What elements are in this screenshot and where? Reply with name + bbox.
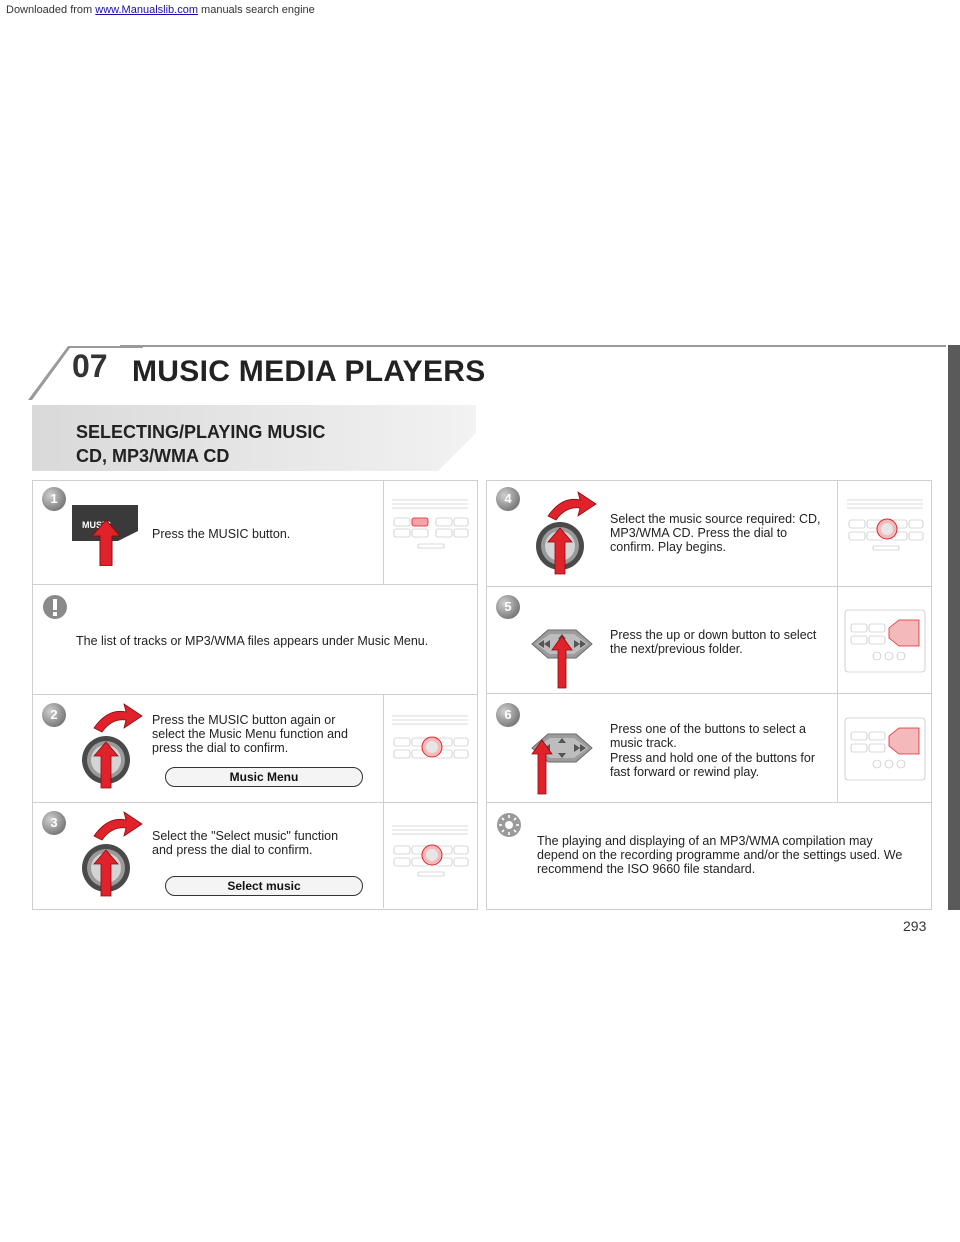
header-rule [120,345,946,347]
step-3-badge: 3 [42,811,66,835]
radio-panel-icon [392,825,469,877]
section-title: SELECTING/PLAYING MUSIC CD, MP3/WMA CD [76,422,326,466]
image-divider [383,694,384,802]
step-6-badge: 6 [496,703,520,727]
warning-text: The list of tracks or MP3/WMA files appe… [76,634,429,648]
rotary-dial-icon [82,703,143,789]
step-2-text: Press the MUSIC button again or select t… [152,713,348,755]
image-divider [383,480,384,584]
page-title: MUSIC MEDIA PLAYERS [132,355,486,388]
radio-panel-icon [392,499,469,549]
row-divider [32,694,478,695]
chapter-side-tab [948,345,960,910]
row-divider [486,802,932,803]
warning-icon [43,595,67,619]
direction-pad-icon [531,733,593,795]
rotary-dial-icon [536,491,597,575]
step-3-text: Select the "Select music" function and p… [152,829,339,857]
tip-text: The playing and displaying of an MP3/WMA… [537,834,903,876]
radio-panel-icon [844,609,926,673]
step-5-badge: 5 [496,595,520,619]
up-arrow-icon [92,520,120,566]
step-4-badge: 4 [496,487,520,511]
page-number: 293 [903,918,927,934]
step-1-text: Press the MUSIC button. [152,527,291,541]
step-5-text: Press the up or down button to select th… [610,628,817,656]
chapter-number: 07 [72,348,108,384]
row-divider [32,802,478,803]
tip-sun-icon [497,813,521,837]
step-1-badge: 1 [42,487,66,511]
direction-pad-icon [531,629,593,689]
step-6-text-select: Press one of the buttons to select a mus… [610,722,806,750]
image-divider [837,480,838,802]
curved-arrow-icon [93,703,143,733]
row-divider [486,586,932,587]
step-6-text-hold: Press and hold one of the buttons for fa… [610,751,815,779]
download-note: Downloaded from www.Manualslib.com manua… [6,4,315,16]
row-divider [486,693,932,694]
radio-panel-icon [392,715,469,759]
step-2-badge: 2 [42,703,66,727]
manualslib-link[interactable]: www.Manualslib.com [95,4,198,16]
row-divider [32,584,478,585]
music-button-label: MUSIC [82,520,112,530]
rotary-dial-icon [82,811,143,897]
image-divider [383,802,384,908]
radio-panel-icon [847,499,924,551]
section-header-box [32,405,476,471]
curved-arrow-icon [547,491,597,521]
radio-panel-icon [844,717,926,781]
select-music-pill: Select music [165,876,363,896]
music-menu-pill: Music Menu [165,767,363,787]
curved-arrow-icon [93,811,143,841]
chapter-tab-shape [28,346,143,400]
step-4-text: Select the music source required: CD, MP… [610,512,821,554]
